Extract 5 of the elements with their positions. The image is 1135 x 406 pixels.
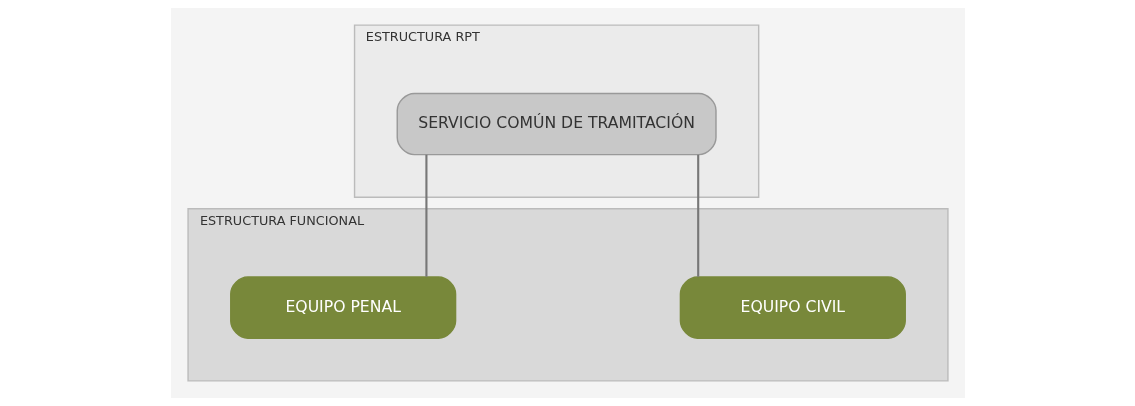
connector [424, 154, 427, 277]
node-box: EQUIPO PENAL [229, 276, 456, 339]
node-box: EQUIPO CIVIL [679, 276, 906, 339]
connector [696, 154, 699, 277]
node-box: SERVICIO COMÚN DE TRAMITACIÓN [396, 92, 717, 156]
